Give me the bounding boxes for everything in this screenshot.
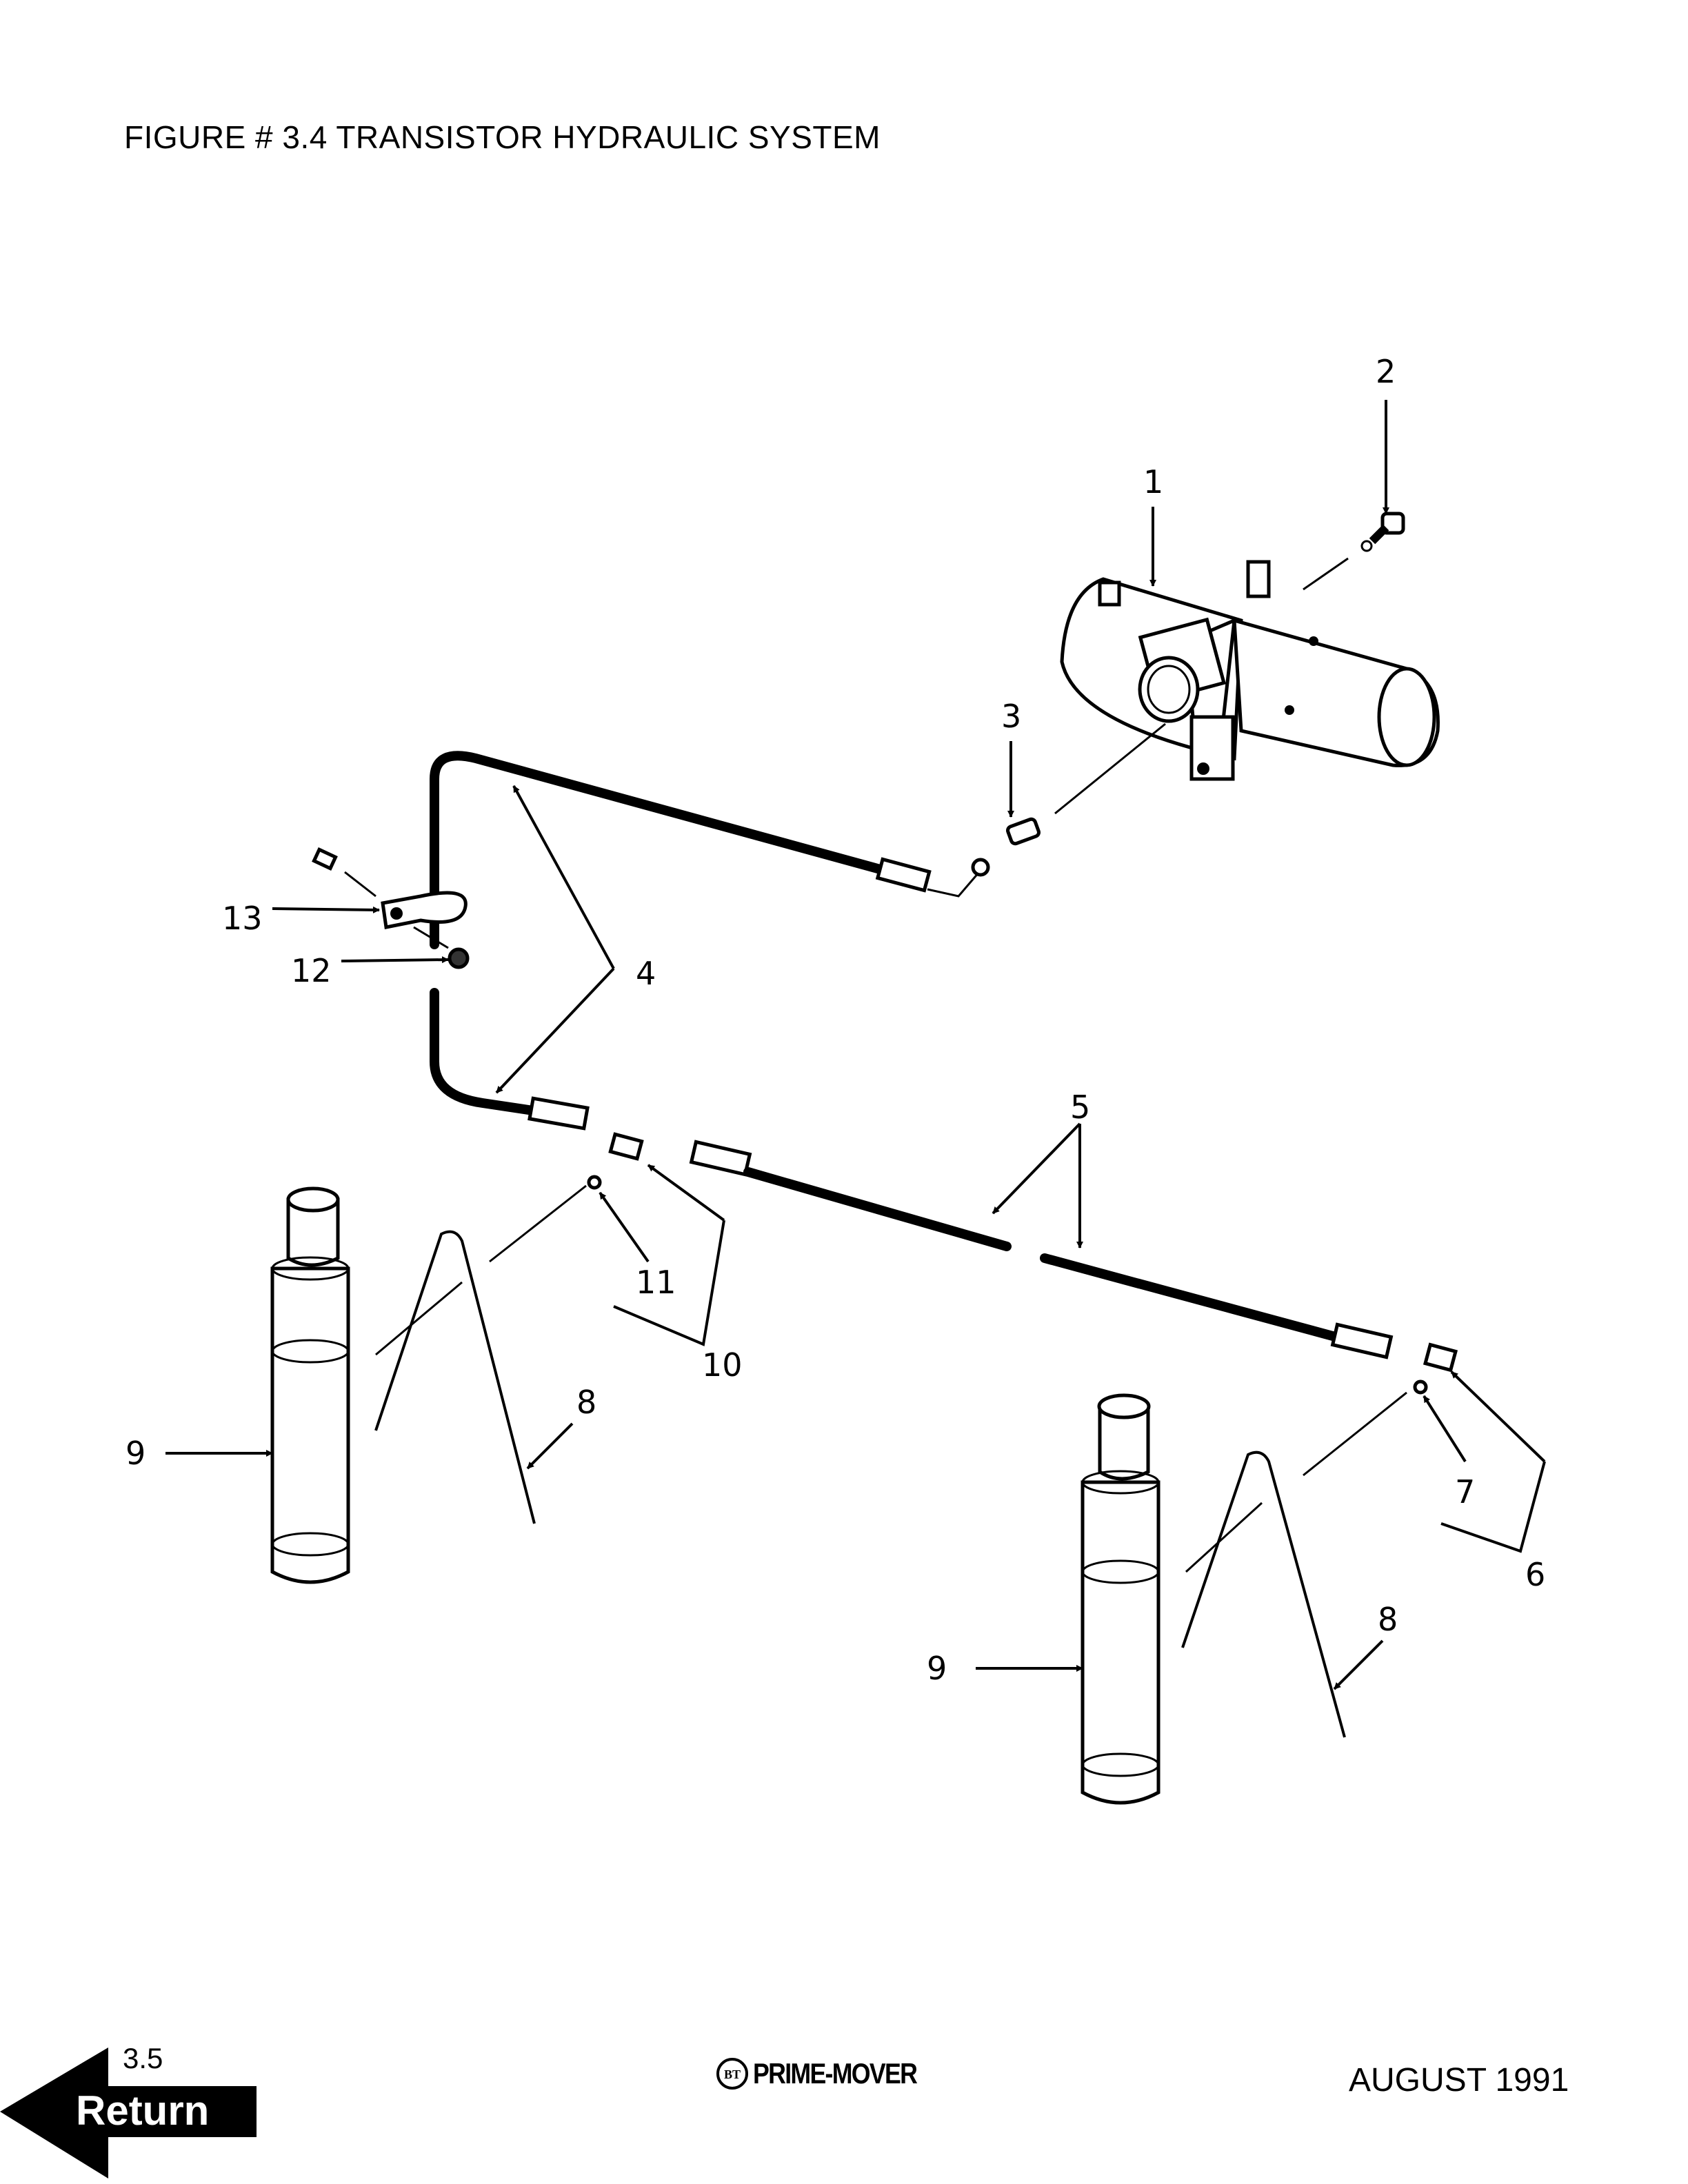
callout-11: 11 — [636, 1264, 676, 1301]
fitting-part-3 — [1006, 722, 1166, 846]
return-button[interactable] — [0, 2048, 262, 2178]
logo-badge-text: BT — [724, 2067, 741, 2081]
callout-8-left: 8 — [576, 1384, 596, 1421]
callout-10: 10 — [702, 1346, 743, 1384]
callout-9-right: 9 — [927, 1650, 947, 1687]
tee-fitting-part-10 — [587, 1132, 644, 1190]
callout-5: 5 — [1070, 1089, 1090, 1126]
page-number: 3.5 — [123, 2042, 163, 2074]
publication-date: AUGUST 1991 — [1349, 2062, 1569, 2099]
callout-3: 3 — [1001, 698, 1021, 735]
hydraulic-pump-unit — [1060, 557, 1440, 781]
logo-text: PRIME-MOVER — [753, 2057, 918, 2090]
callout-12: 12 — [291, 952, 332, 989]
callout-1: 1 — [1143, 463, 1163, 501]
hose-assembly-5 — [689, 1140, 1394, 1359]
callout-7: 7 — [1455, 1473, 1475, 1510]
bracket-part-8-left — [374, 1184, 587, 1524]
cylinder-part-9-left — [270, 1186, 350, 1584]
hose-assembly-4 — [430, 751, 990, 1131]
clamp-part-13 — [312, 847, 470, 969]
return-arrow-icon — [0, 2048, 257, 2178]
elbow-fitting-part-6 — [1413, 1342, 1458, 1395]
callout-13: 13 — [222, 900, 263, 937]
bt-badge-icon: BT — [716, 2058, 748, 2090]
callout-4: 4 — [636, 955, 656, 992]
prime-mover-logo: BT PRIME-MOVER — [716, 2057, 945, 2090]
screw-part-2 — [1360, 512, 1405, 552]
bracket-part-8-right — [1181, 1391, 1407, 1738]
cylinder-part-9-right — [1081, 1393, 1160, 1805]
leader-lines — [165, 400, 1546, 1690]
return-label[interactable]: Return — [76, 2087, 210, 2134]
figure-title: FIGURE # 3.4 TRANSISTOR HYDRAULIC SYSTEM — [124, 119, 881, 155]
callout-2: 2 — [1376, 353, 1396, 390]
callout-8-right: 8 — [1378, 1601, 1398, 1638]
callout-9-left: 9 — [125, 1435, 145, 1472]
callout-6: 6 — [1525, 1556, 1545, 1593]
